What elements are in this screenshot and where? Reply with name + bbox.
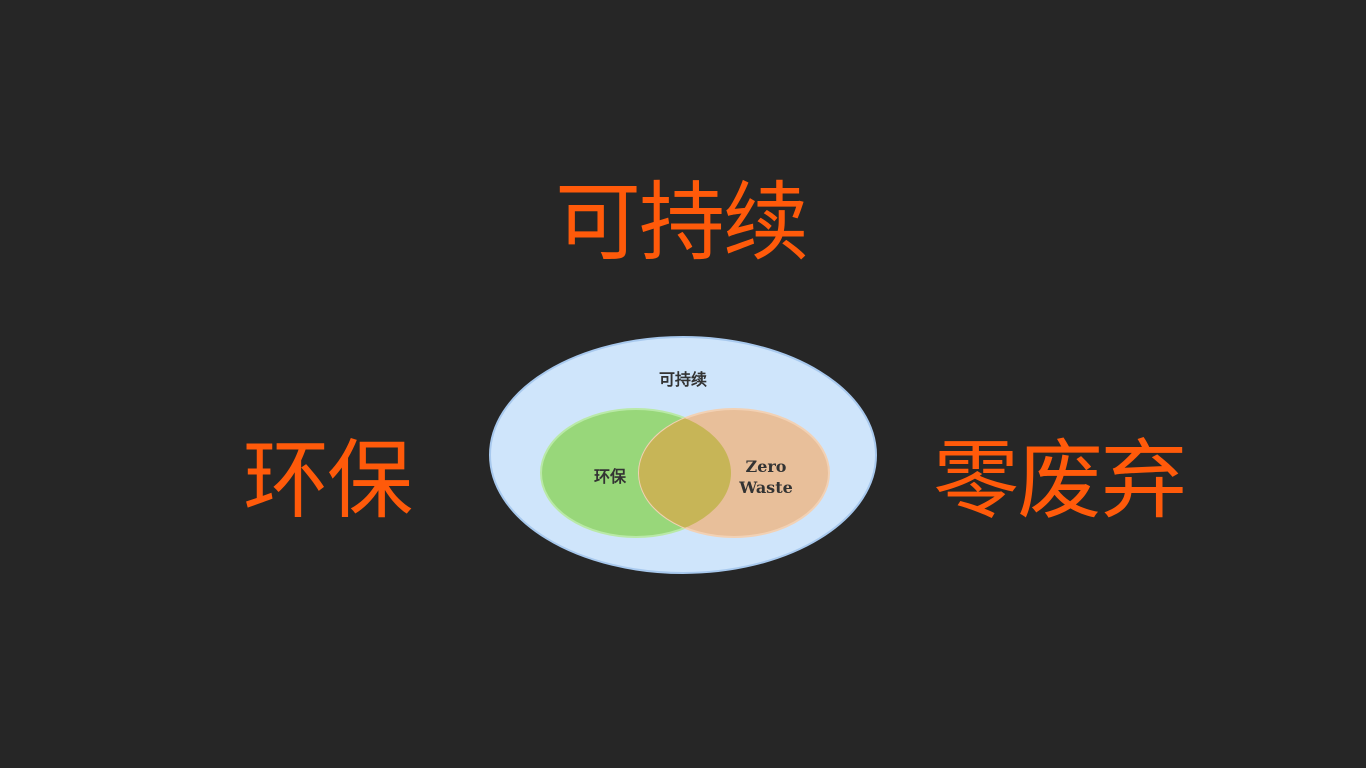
right-label-line-1: Zero (746, 457, 787, 476)
venn-diagram: 可持续 环保 Zero Waste (489, 336, 877, 574)
heading-sustainable: 可持续 (555, 173, 809, 273)
heading-zero-waste: 零废弃 (933, 431, 1187, 531)
outer-label: 可持续 (659, 370, 707, 389)
left-label: 环保 (594, 467, 627, 486)
right-label-line-2: Waste (738, 478, 793, 497)
heading-environmental: 环保 (243, 431, 413, 531)
overlap-region (639, 409, 731, 537)
